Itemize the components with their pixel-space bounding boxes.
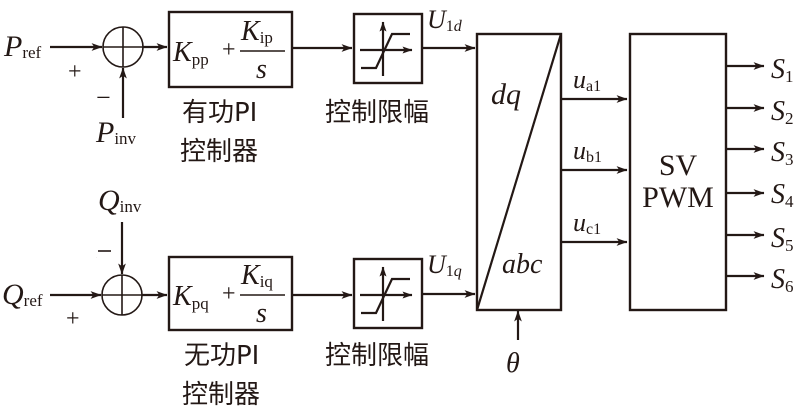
- s3-label: S3: [771, 137, 794, 169]
- p-loop: Pref + − Pinv Kpp + Kip s 有功PI 控制器: [3, 5, 476, 167]
- p-plus-sign: +: [68, 59, 82, 85]
- s4-label: S4: [771, 179, 794, 211]
- q-minus-sign: −: [96, 257, 97, 259]
- q-summing-junction: [101, 274, 143, 316]
- abc-label: abc: [502, 249, 543, 280]
- p-summing-junction: [102, 26, 144, 68]
- p-kp-term: Kpp: [172, 37, 209, 69]
- ua1-label: ua1: [573, 65, 601, 95]
- s1-label: S1: [771, 54, 794, 86]
- p-limiter-block: [352, 12, 424, 85]
- p-ref-label: Pref: [3, 30, 42, 63]
- u1q-label: U1q: [427, 250, 462, 280]
- p-pi-label-1: 有功PI: [182, 98, 257, 128]
- theta-label: θ: [506, 348, 520, 379]
- q-kp-term: Kpq: [172, 281, 209, 313]
- q-denominator: s: [256, 298, 267, 329]
- q-limiter-block: [352, 257, 424, 330]
- q-ki-term: Kiq: [240, 260, 273, 291]
- svpwm-block: SV PWM: [628, 32, 728, 312]
- p-ki-term: Kip: [240, 16, 273, 47]
- transform-diagonal: [475, 33, 563, 311]
- q-pi-label-1: 无功PI: [184, 341, 259, 371]
- p-pi-controller-block: Kpp + Kip s: [167, 10, 294, 89]
- s5-label: S5: [771, 223, 794, 255]
- s2-label: S2: [771, 96, 794, 128]
- u1d-label: U1d: [427, 5, 463, 35]
- svpwm-label-2: PWM: [642, 181, 714, 214]
- q-ref-label: Qref: [2, 278, 43, 311]
- q-plus-sign: +: [66, 306, 80, 332]
- q-loop: Qref + − Qinv Kpq + Kiq s 无功PI 控制器: [2, 184, 476, 410]
- q-pi-plus: +: [222, 281, 236, 307]
- p-pi-plus: +: [222, 37, 236, 63]
- q-pi-controller-block: Kpq + Kiq s: [167, 255, 294, 332]
- q-inv-label: Qinv: [98, 184, 142, 217]
- p-limiter-label: 控制限幅: [325, 98, 429, 128]
- p-inv-label: Pinv: [95, 116, 137, 149]
- svpwm-outputs: S1 S2 S3 S4 S5 S6: [726, 54, 794, 296]
- svpwm-label-1: SV: [659, 149, 698, 182]
- q-limiter-label: 控制限幅: [325, 341, 429, 371]
- uc1-label: uc1: [573, 208, 601, 238]
- q-pi-label-2: 控制器: [182, 380, 260, 410]
- dq-abc-transform-block: dq abc: [475, 32, 563, 312]
- ub1-label: ub1: [573, 136, 602, 166]
- p-minus-sign: −: [96, 83, 111, 112]
- p-pi-label-2: 控制器: [180, 137, 258, 167]
- p-denominator: s: [256, 54, 267, 85]
- s6-label: S6: [771, 264, 794, 296]
- transform-outputs: ua1 ub1 uc1: [561, 65, 628, 246]
- dq-label: dq: [491, 78, 521, 111]
